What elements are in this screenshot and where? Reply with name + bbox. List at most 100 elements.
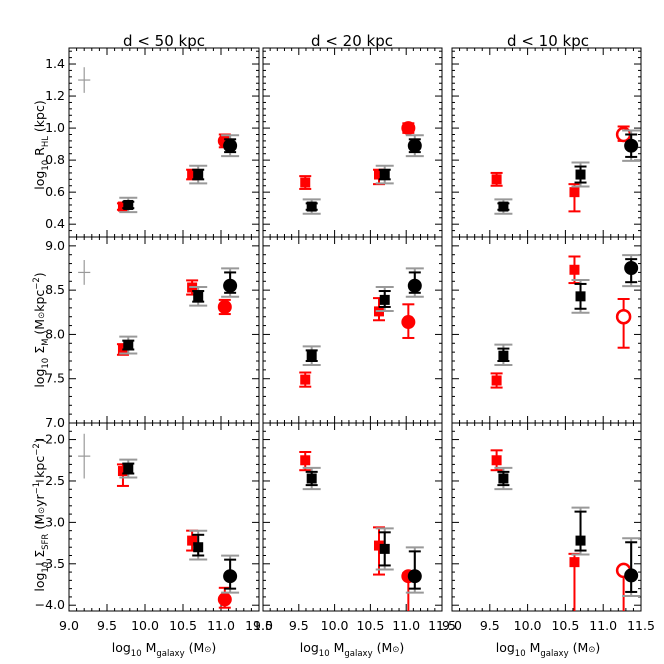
marker-circle (401, 315, 416, 330)
x-tick-label: 11.5 (627, 618, 655, 633)
marker-square (187, 169, 198, 180)
x-tick-label: 9.0 (59, 618, 79, 633)
panel-frame (68, 236, 260, 424)
y-tick-label: 0.6 (45, 184, 65, 199)
marker-square (193, 291, 204, 302)
x-axis-label-col0: log10 Mgalaxy (M⊙) (112, 640, 217, 659)
marker-circle (624, 568, 639, 583)
panel-title-2: d < 10 kpc (507, 32, 589, 50)
marker-open-circle (615, 308, 632, 325)
marker-square (498, 473, 509, 484)
x-tick-label: 10.5 (551, 618, 579, 633)
panel-r1-c0: 7.07.58.08.59.0 (45, 236, 260, 430)
data-point-black-square (119, 335, 138, 355)
marker-circle (407, 138, 422, 153)
data-point-black-circle (622, 254, 641, 288)
data-point-black-square (494, 466, 513, 491)
marker-circle (223, 569, 238, 584)
marker-square (123, 199, 134, 210)
data-point-red-square (490, 171, 503, 187)
data-point-black-circle (405, 546, 424, 594)
x-axis-label-col2: log10 Mgalaxy (M⊙) (496, 640, 601, 659)
marker-square (373, 169, 384, 180)
data-point-black-square (571, 278, 590, 314)
data-point-black-circle (221, 134, 240, 158)
marker-square (373, 540, 384, 551)
data-point-black-square (571, 506, 590, 556)
x-tick-label: 9.5 (289, 618, 309, 633)
marker-square (569, 187, 580, 198)
y-axis-label-row0: log10 RHL (kpc) (32, 100, 51, 189)
x-tick-label: 9.5 (97, 618, 117, 633)
panel-frame (68, 422, 260, 612)
y-tick-label: −3.0 (35, 514, 65, 529)
y-axis-labels: log10 RHL (kpc) log10 ΣM (M⊙kpc−2) log10… (32, 100, 51, 591)
marker-square (300, 374, 311, 385)
y-tick-label: 8.5 (45, 282, 65, 297)
panel-title-0: d < 50 kpc (123, 32, 205, 50)
marker-circle (217, 299, 232, 314)
panel-frame (451, 47, 642, 238)
x-tick-label: 10.0 (321, 618, 349, 633)
marker-circle (407, 569, 422, 584)
y-tick-label: 9.0 (45, 238, 65, 253)
x-tick-label: 10.0 (131, 618, 159, 633)
data-point-black-square (375, 164, 394, 185)
data-point-black-square (571, 161, 590, 188)
marker-square (117, 201, 128, 212)
x-tick-label: 10.5 (356, 618, 384, 633)
marker-square (306, 350, 317, 361)
data-point-red-square (568, 552, 581, 611)
marker-square (123, 463, 134, 474)
marker-square (306, 473, 317, 484)
panel-frame (262, 236, 443, 424)
y-tick-label: 0.8 (45, 152, 65, 167)
panel-r0-c2 (451, 47, 642, 238)
data-point-red-circle (401, 121, 416, 136)
data-point-black-square (375, 527, 394, 571)
marker-circle (223, 138, 238, 153)
data-point-black-square (494, 343, 513, 366)
marker-circle (624, 138, 639, 153)
column-titles: d < 50 kpc d < 20 kpc d < 10 kpc (123, 32, 589, 50)
data-point-black-circle (405, 267, 424, 298)
panel-r1-c2 (451, 236, 642, 424)
y-tick-label: 7.0 (45, 415, 65, 430)
y-tick-label: 7.5 (45, 371, 65, 386)
data-point-black-circle (405, 134, 424, 158)
panels: 0.40.60.81.01.21.47.07.58.08.59.0−2.0−2.… (35, 47, 655, 633)
marker-square (575, 535, 586, 546)
data-point-black-circle (221, 554, 240, 594)
panel-r0-c1 (262, 47, 443, 238)
y-tick-label: 1.0 (45, 120, 65, 135)
data-point-black-square (375, 286, 394, 312)
y-tick-label: 1.4 (45, 56, 65, 71)
data-point-red-open-circle (615, 298, 632, 349)
marker-circle (624, 261, 639, 275)
marker-circle (401, 121, 416, 136)
data-point-black-circle (622, 129, 641, 162)
panel-title-1: d < 20 kpc (311, 32, 393, 50)
marker-square (498, 201, 509, 212)
x-axis-labels: log10 Mgalaxy (M⊙) log10 Mgalaxy (M⊙) lo… (112, 640, 601, 659)
y-tick-label: −3.5 (35, 556, 65, 571)
data-point-black-square (189, 529, 208, 561)
x-tick-label: 11.0 (207, 618, 235, 633)
marker-circle (217, 592, 232, 607)
marker-square (379, 294, 390, 305)
data-point-red-circle (217, 298, 232, 316)
panel-frame (262, 422, 443, 612)
marker-square (491, 455, 502, 466)
marker-square (300, 455, 311, 466)
x-tick-label: 11.0 (392, 618, 420, 633)
marker-square (569, 557, 580, 568)
marker-square (491, 174, 502, 185)
y-tick-label: −2.0 (35, 432, 65, 447)
panel-r1-c1 (262, 236, 443, 424)
panel-frame (451, 236, 642, 424)
data-point-red-square (299, 175, 312, 190)
data-point-red-square (299, 371, 312, 388)
